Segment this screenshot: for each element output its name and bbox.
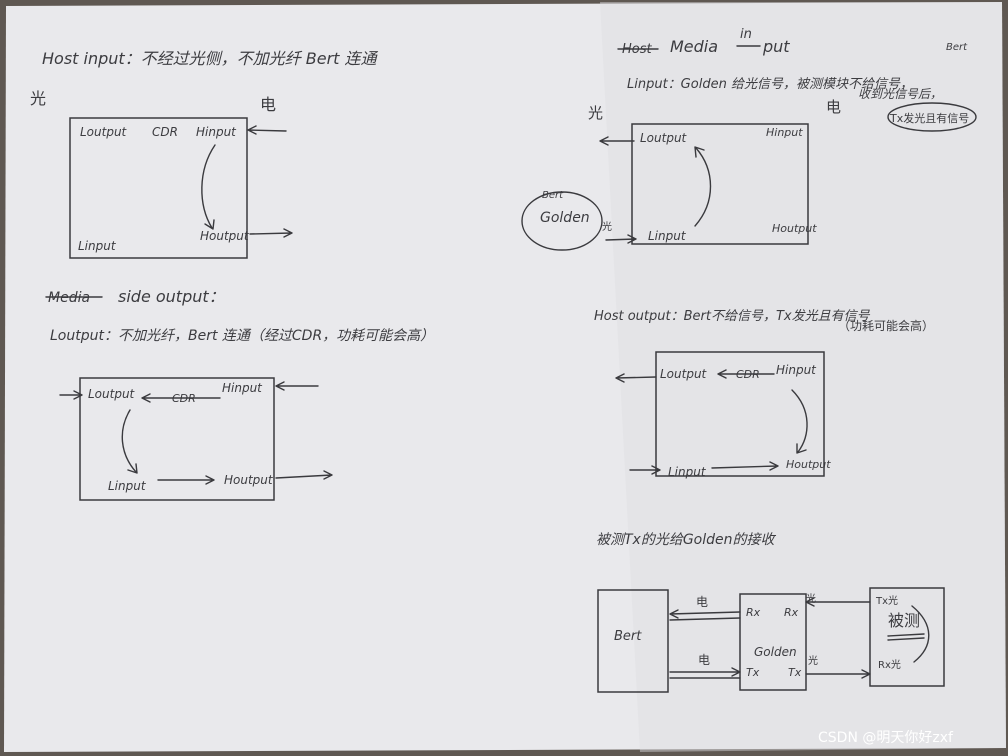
label-houtput: Houtput [200, 229, 250, 243]
label-dian: 电 [260, 95, 276, 114]
bert-box [597, 589, 669, 693]
heading-side-output: side output： [118, 287, 225, 306]
bert-insert: Bert [946, 42, 968, 53]
bert-small: Bert [542, 190, 564, 201]
arrow-cdr [141, 393, 221, 403]
linput-line: Linput：Golden 给光信号，被测模块不给信号， [627, 77, 913, 92]
title-media: Media [670, 37, 718, 56]
golden-label: Golden [754, 645, 797, 659]
dut-tx: Tx光 [875, 594, 898, 607]
diagram-media-side-output: Media side output： Loutput：不加光纤，Bert 连通（… [45, 287, 434, 501]
arrow-linput-in [605, 234, 637, 244]
title-put: put [762, 37, 790, 56]
label-hinput: Hinput [196, 125, 237, 139]
watermark: CSDN @明天你好zxf [818, 730, 954, 746]
label-houtput: Houtput [786, 458, 831, 471]
golden-label: Golden [540, 210, 590, 226]
dut-rx: Rx光 [878, 658, 901, 671]
label-hinput: Hinput [776, 363, 817, 377]
paper-shading [600, 2, 1006, 752]
guang-top: 光 [806, 592, 816, 605]
diagram-host-output: Host output：Bert不给信号，Tx发光且有信号 （功耗可能会高） L… [594, 309, 934, 479]
label-guang: 光 [588, 104, 603, 122]
note-power: （功耗可能会高） [838, 318, 934, 333]
bert-label: Bert [614, 629, 642, 644]
diagram-media-input: Host Media in put Bert Linput：Golden 给光信… [521, 27, 977, 251]
label-houtput: Houtput [224, 473, 274, 487]
module-box [79, 377, 275, 501]
label-linput: Linput [648, 229, 687, 243]
dian-bottom: 电 [698, 653, 710, 667]
rx-left: Rx [746, 606, 761, 619]
dut-scribble [887, 633, 925, 641]
heading-host-output: Host output：Bert不给信号，Tx发光且有信号 [594, 309, 871, 324]
module-box [69, 117, 248, 259]
label-guang: 光 [30, 89, 46, 108]
golden-bubble [521, 191, 603, 251]
struck-media: Media [48, 290, 90, 306]
optical-into-golden [805, 597, 871, 607]
arrow-cdr [717, 369, 775, 379]
label-dian: 电 [826, 98, 841, 116]
label-cdr: CDR [152, 125, 178, 139]
label-hinput: Hinput [222, 381, 263, 395]
tx-left: Tx [746, 666, 760, 679]
module-box [655, 351, 825, 477]
rx-right: Rx [784, 606, 799, 619]
note-bubble [887, 102, 977, 132]
label-linput: Linput [108, 479, 147, 493]
golden-box [739, 593, 807, 691]
module-box [631, 123, 809, 245]
diagram-golden-loop: 被测Tx的光给Golden的接收 Bert Golden Rx Rx Tx Tx… [596, 532, 945, 693]
arrow-lowput-out [615, 373, 657, 383]
arrow-lowput-out [599, 136, 635, 146]
paper-sheet [4, 2, 1006, 752]
diagram-host-input: Host input：不经过光侧，不加光纤 Bert 连通 光 电 Loutpu… [30, 49, 379, 259]
electrical-to-bert [669, 609, 741, 621]
arrow-hinput-in [247, 125, 287, 135]
dut-loop [911, 605, 930, 663]
dut-box [869, 587, 945, 687]
label-linput: Linput [78, 239, 117, 253]
heading-golden: 被测Tx的光给Golden的接收 [596, 532, 777, 548]
label-hinput: Hinput [766, 126, 803, 139]
guang-small: 光 [602, 220, 612, 233]
label-houtput: Houtput [772, 222, 817, 235]
tx-right: Tx [788, 666, 802, 679]
arrow-loop [791, 389, 808, 454]
insert-in: in [740, 27, 752, 42]
arrow-loop [201, 144, 216, 230]
dut-label: 被测 [888, 611, 920, 630]
electrical-from-bert [669, 667, 741, 679]
line3: 收到光信号后， [858, 87, 942, 101]
arrow-linput-houtput [711, 461, 779, 471]
arrow-loop [121, 409, 138, 474]
arrow-linput-in [629, 465, 661, 475]
label-linput: Linput [668, 465, 707, 479]
bubble-text: Tx发光且有信号 [889, 111, 969, 125]
arrow-houtput-out [275, 470, 333, 480]
dian-top: 电 [696, 595, 708, 609]
arrow-houtput-out [249, 228, 293, 238]
label-lowput: Loutput [80, 125, 128, 139]
label-lowput: Loutput [660, 367, 708, 381]
label-lowput: Loutput [88, 387, 136, 401]
heading-host-input: Host input：不经过光侧，不加光纤 Bert 连通 [42, 49, 379, 68]
arrow-loop [694, 146, 712, 227]
loutput-line: Loutput：不加光纤，Bert 连通（经过CDR，功耗可能会高） [50, 328, 434, 344]
guang-bottom: 光 [808, 654, 818, 667]
label-lowput: Loutput [640, 131, 688, 145]
arrow-lowput-side [59, 390, 83, 400]
arrow-linput-houtput [157, 475, 215, 485]
arrow-hinput-in [275, 381, 319, 391]
